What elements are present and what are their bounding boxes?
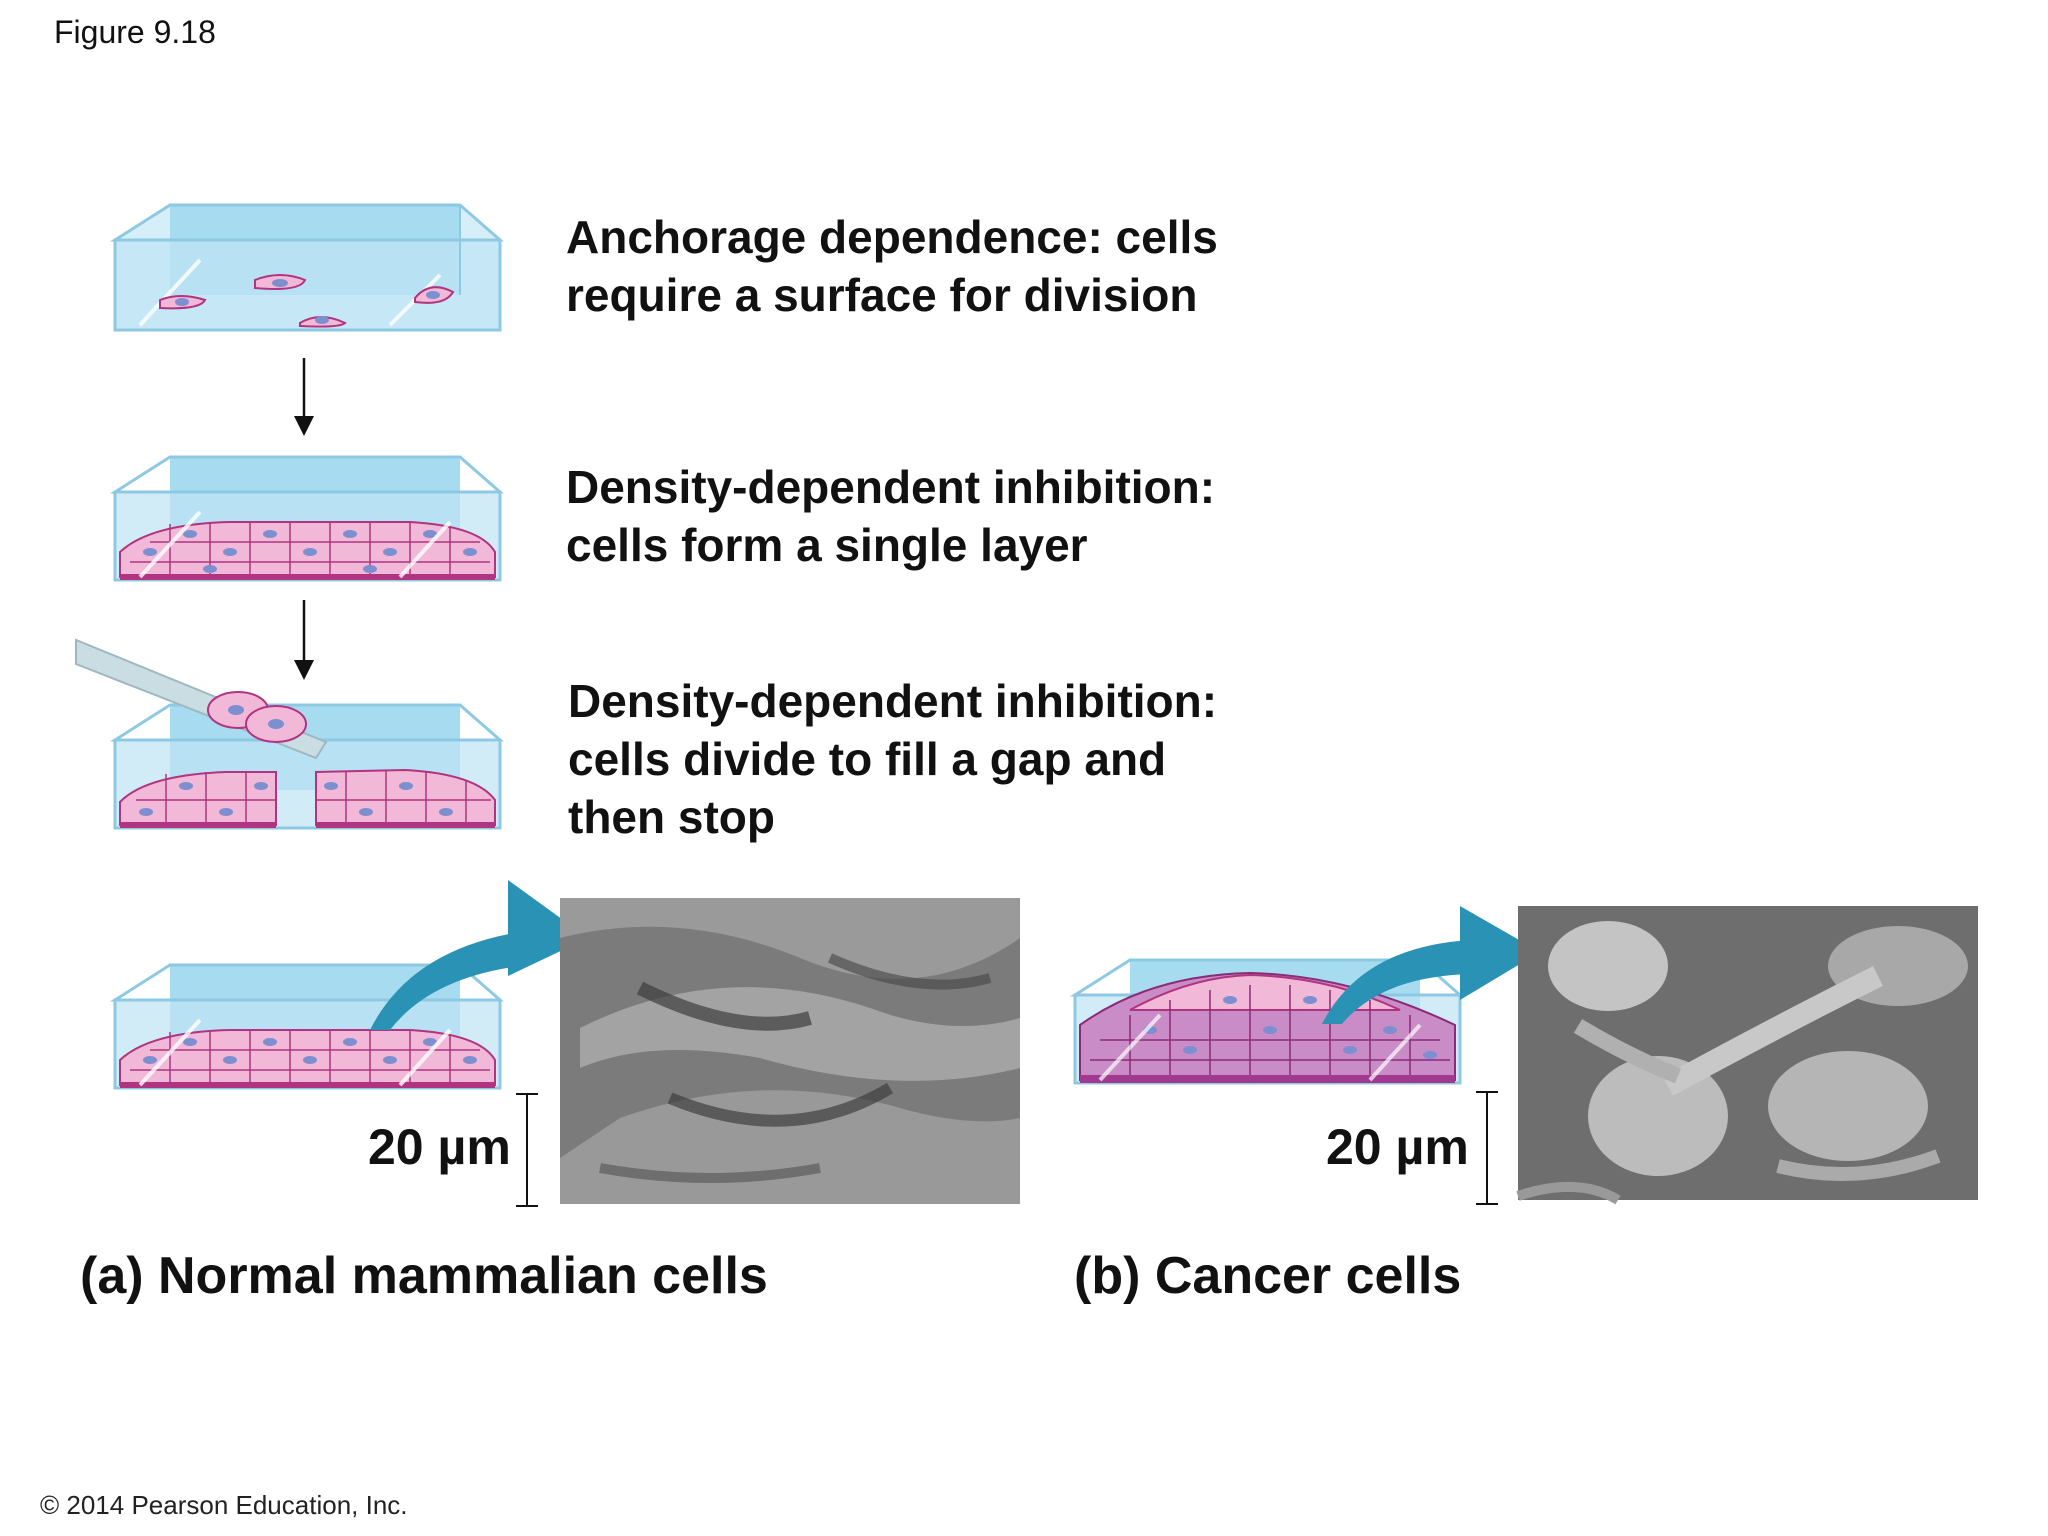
down-arrow-icon: [294, 600, 314, 680]
step-1-line-2: require a surface for division: [566, 269, 1198, 321]
step-2-line-2: cells form a single layer: [566, 519, 1088, 571]
step-2-text: Density-dependent inhibition: cells form…: [566, 458, 1215, 574]
step-3-line-2: cells divide to fill a gap and: [568, 733, 1167, 785]
step-3-text: Density-dependent inhibition: cells divi…: [568, 672, 1217, 846]
step-2-line-1: Density-dependent inhibition:: [566, 461, 1216, 513]
petri-dish-gap: [75, 638, 504, 830]
figure-label: Figure 9.18: [54, 14, 216, 50]
micrograph-cancer-cells: [1516, 906, 1978, 1205]
copyright-notice: © 2014 Pearson Education, Inc.: [40, 1490, 408, 1520]
panel-b-caption: (b) Cancer cells: [1074, 1247, 1462, 1305]
step-3-line-1: Density-dependent inhibition:: [568, 675, 1218, 727]
micrograph-normal-cells: [560, 898, 1020, 1204]
scale-label-b: 20 µm: [1326, 1119, 1469, 1175]
curved-arrow-icon: [370, 880, 588, 1030]
scale-bar: [1476, 1091, 1498, 1205]
curved-arrow-icon: [1322, 906, 1540, 1024]
step-1-line-1: Anchorage dependence: cells: [566, 211, 1218, 263]
petri-dish-anchorage: [109, 203, 504, 332]
scale-bar: [516, 1093, 538, 1207]
scale-label-a: 20 µm: [368, 1119, 511, 1175]
petri-dish-normal: [109, 963, 504, 1090]
step-3-line-3: then stop: [568, 791, 775, 843]
step-1-text: Anchorage dependence: cells require a su…: [566, 208, 1218, 324]
petri-dish-monolayer: [109, 455, 504, 582]
down-arrow-icon: [294, 358, 314, 436]
panel-a-caption: (a) Normal mammalian cells: [80, 1247, 768, 1305]
cell: [159, 274, 455, 328]
